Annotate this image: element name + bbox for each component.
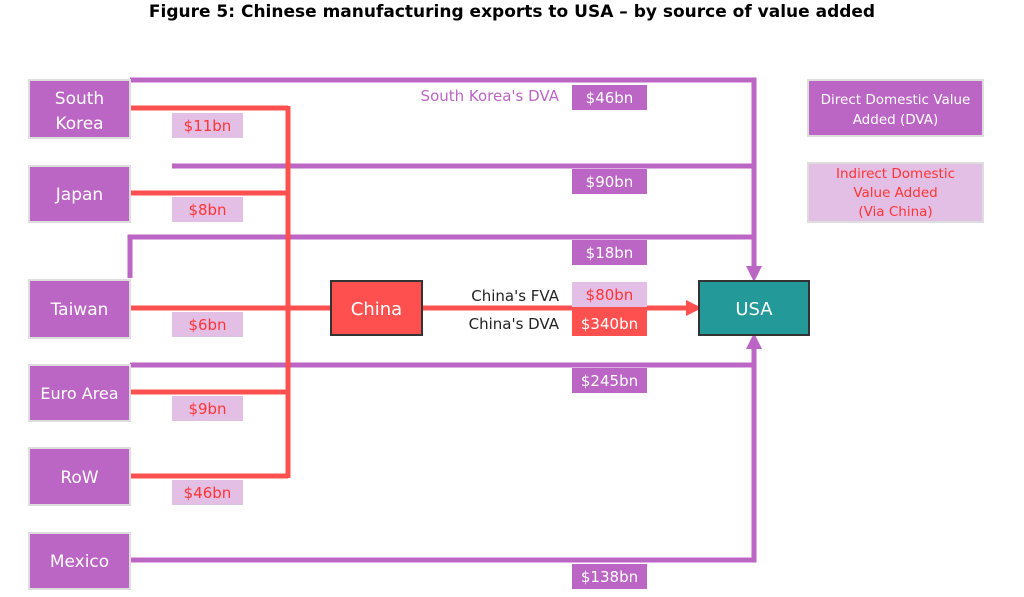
country-japan: Japan [28, 165, 131, 223]
south-korea-dva-label: South Korea's DVA [421, 87, 560, 105]
country-euro-area: Euro Area [28, 364, 131, 422]
legend-indirect: Indirect Domestic Value Added (Via China… [807, 162, 984, 223]
indirect-value-euro-area: $9bn [188, 400, 226, 418]
country-mexico-label: Mexico [50, 552, 109, 572]
indirect-value-south-korea: $11bn [184, 117, 232, 135]
direct-value-taiwan: $18bn [586, 244, 634, 262]
country-euro-area-label: Euro Area [40, 384, 118, 403]
direct-flow-south-korea [130, 77, 763, 283]
country-mexico: Mexico [28, 532, 131, 590]
usa-node-label: USA [735, 299, 773, 320]
legend-indirect-line1: Indirect Domestic [836, 166, 955, 182]
direct-value-mexico: $138bn [581, 568, 638, 586]
china-node-label: China [351, 299, 402, 320]
legend-direct-line2: Added (DVA) [853, 112, 939, 128]
indirect-value-japan: $8bn [188, 201, 226, 219]
legend-indirect-line3: (Via China) [858, 204, 932, 220]
direct-value-euro-area: $245bn [581, 372, 638, 390]
country-japan-label: Japan [55, 185, 103, 205]
country-row: RoW [28, 447, 131, 506]
china-dva-value: $340bn [581, 315, 638, 333]
direct-flow-taiwan [127, 234, 754, 278]
legend-direct: Direct Domestic Value Added (DVA) [807, 79, 984, 137]
china-fva-value: $80bn [586, 286, 634, 304]
figure-title: Figure 5: Chinese manufacturing exports … [148, 2, 876, 22]
country-south-korea-label-line1: South [55, 89, 104, 109]
usa-node: USA [698, 280, 810, 336]
direct-value-south-korea: $46bn [586, 89, 634, 107]
china-dva-label: China's DVA [469, 315, 560, 333]
legend-indirect-line2: Value Added [853, 185, 937, 201]
china-fva-label: China's FVA [471, 287, 559, 305]
country-south-korea: South Korea [28, 79, 131, 139]
legend-direct-line1: Direct Domestic Value [821, 92, 971, 108]
indirect-value-row: $46bn [184, 484, 232, 502]
country-south-korea-label-line2: Korea [55, 114, 103, 134]
country-taiwan: Taiwan [28, 279, 131, 339]
direct-flow-mexico [130, 332, 763, 563]
china-node: China [330, 280, 423, 336]
country-row-label: RoW [60, 468, 98, 488]
direct-value-japan: $90bn [586, 173, 634, 191]
country-taiwan-label: Taiwan [50, 300, 109, 320]
indirect-value-taiwan: $6bn [188, 316, 226, 334]
